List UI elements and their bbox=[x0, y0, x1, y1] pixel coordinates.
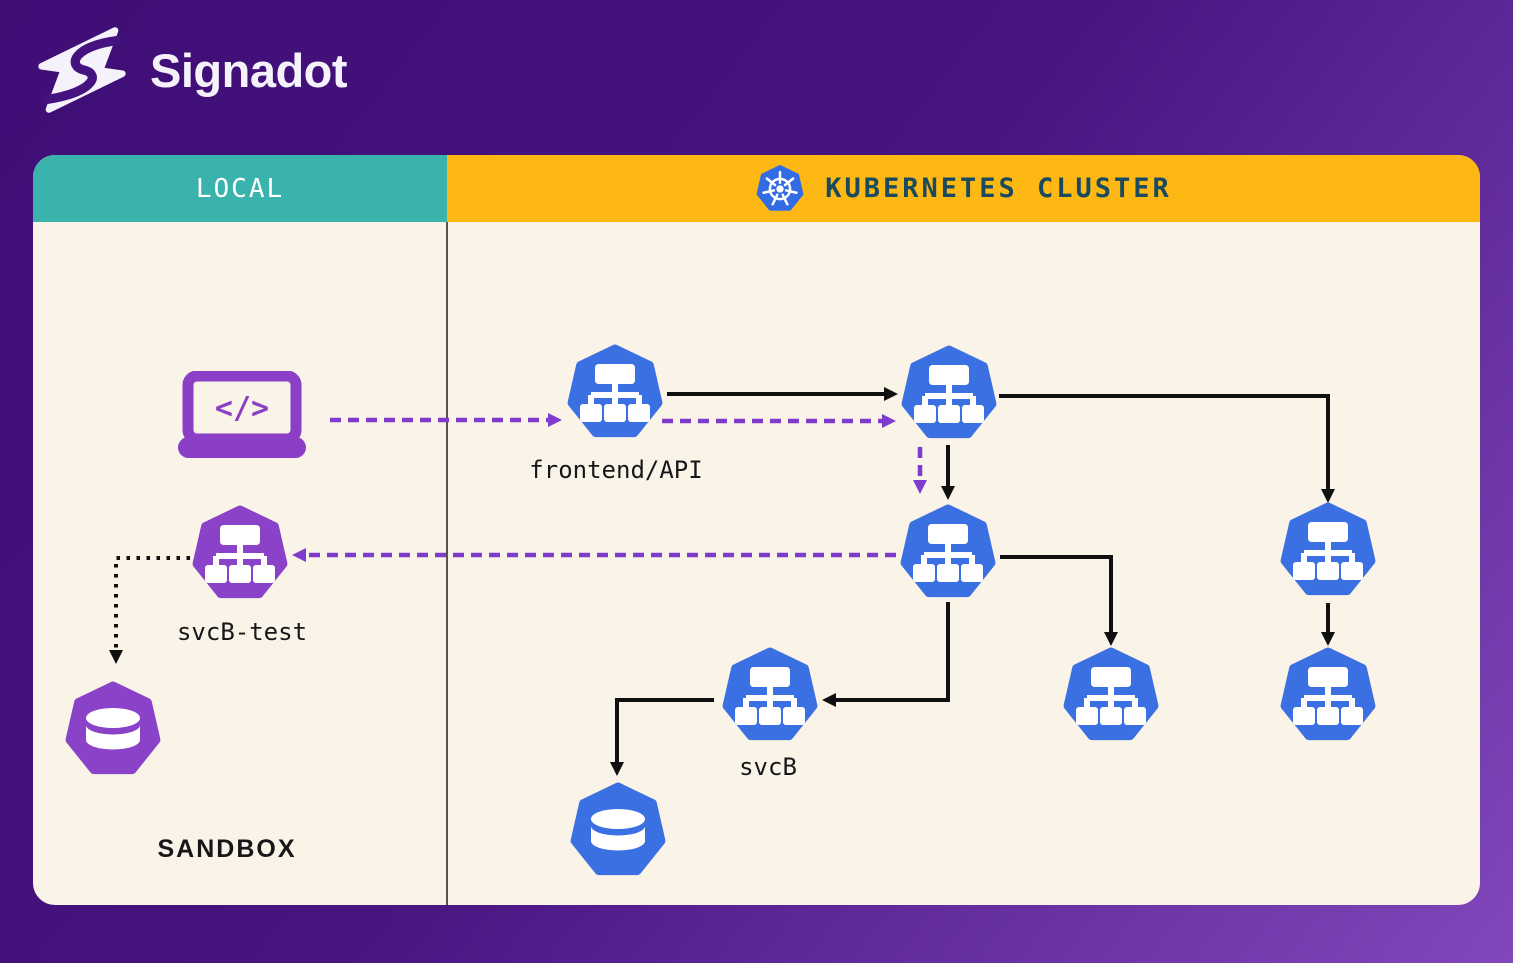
local-header: LOCAL bbox=[33, 155, 447, 222]
cluster-header-label: KUBERNETES CLUSTER bbox=[825, 173, 1172, 204]
brand-header: Signadot bbox=[36, 24, 348, 116]
kubernetes-logo-icon bbox=[755, 164, 805, 214]
panel-headers: LOCAL KUBERNETES CLUSTER bbox=[33, 155, 1480, 222]
signadot-logo-icon bbox=[38, 27, 126, 113]
local-header-label: LOCAL bbox=[195, 173, 285, 204]
cluster-header: KUBERNETES CLUSTER bbox=[447, 155, 1480, 222]
diagram-panel: LOCAL KUBERNETES CLUSTER bbox=[33, 155, 1480, 905]
local-cluster-divider bbox=[446, 222, 448, 905]
brand-wordmark: Signadot bbox=[150, 43, 348, 97]
